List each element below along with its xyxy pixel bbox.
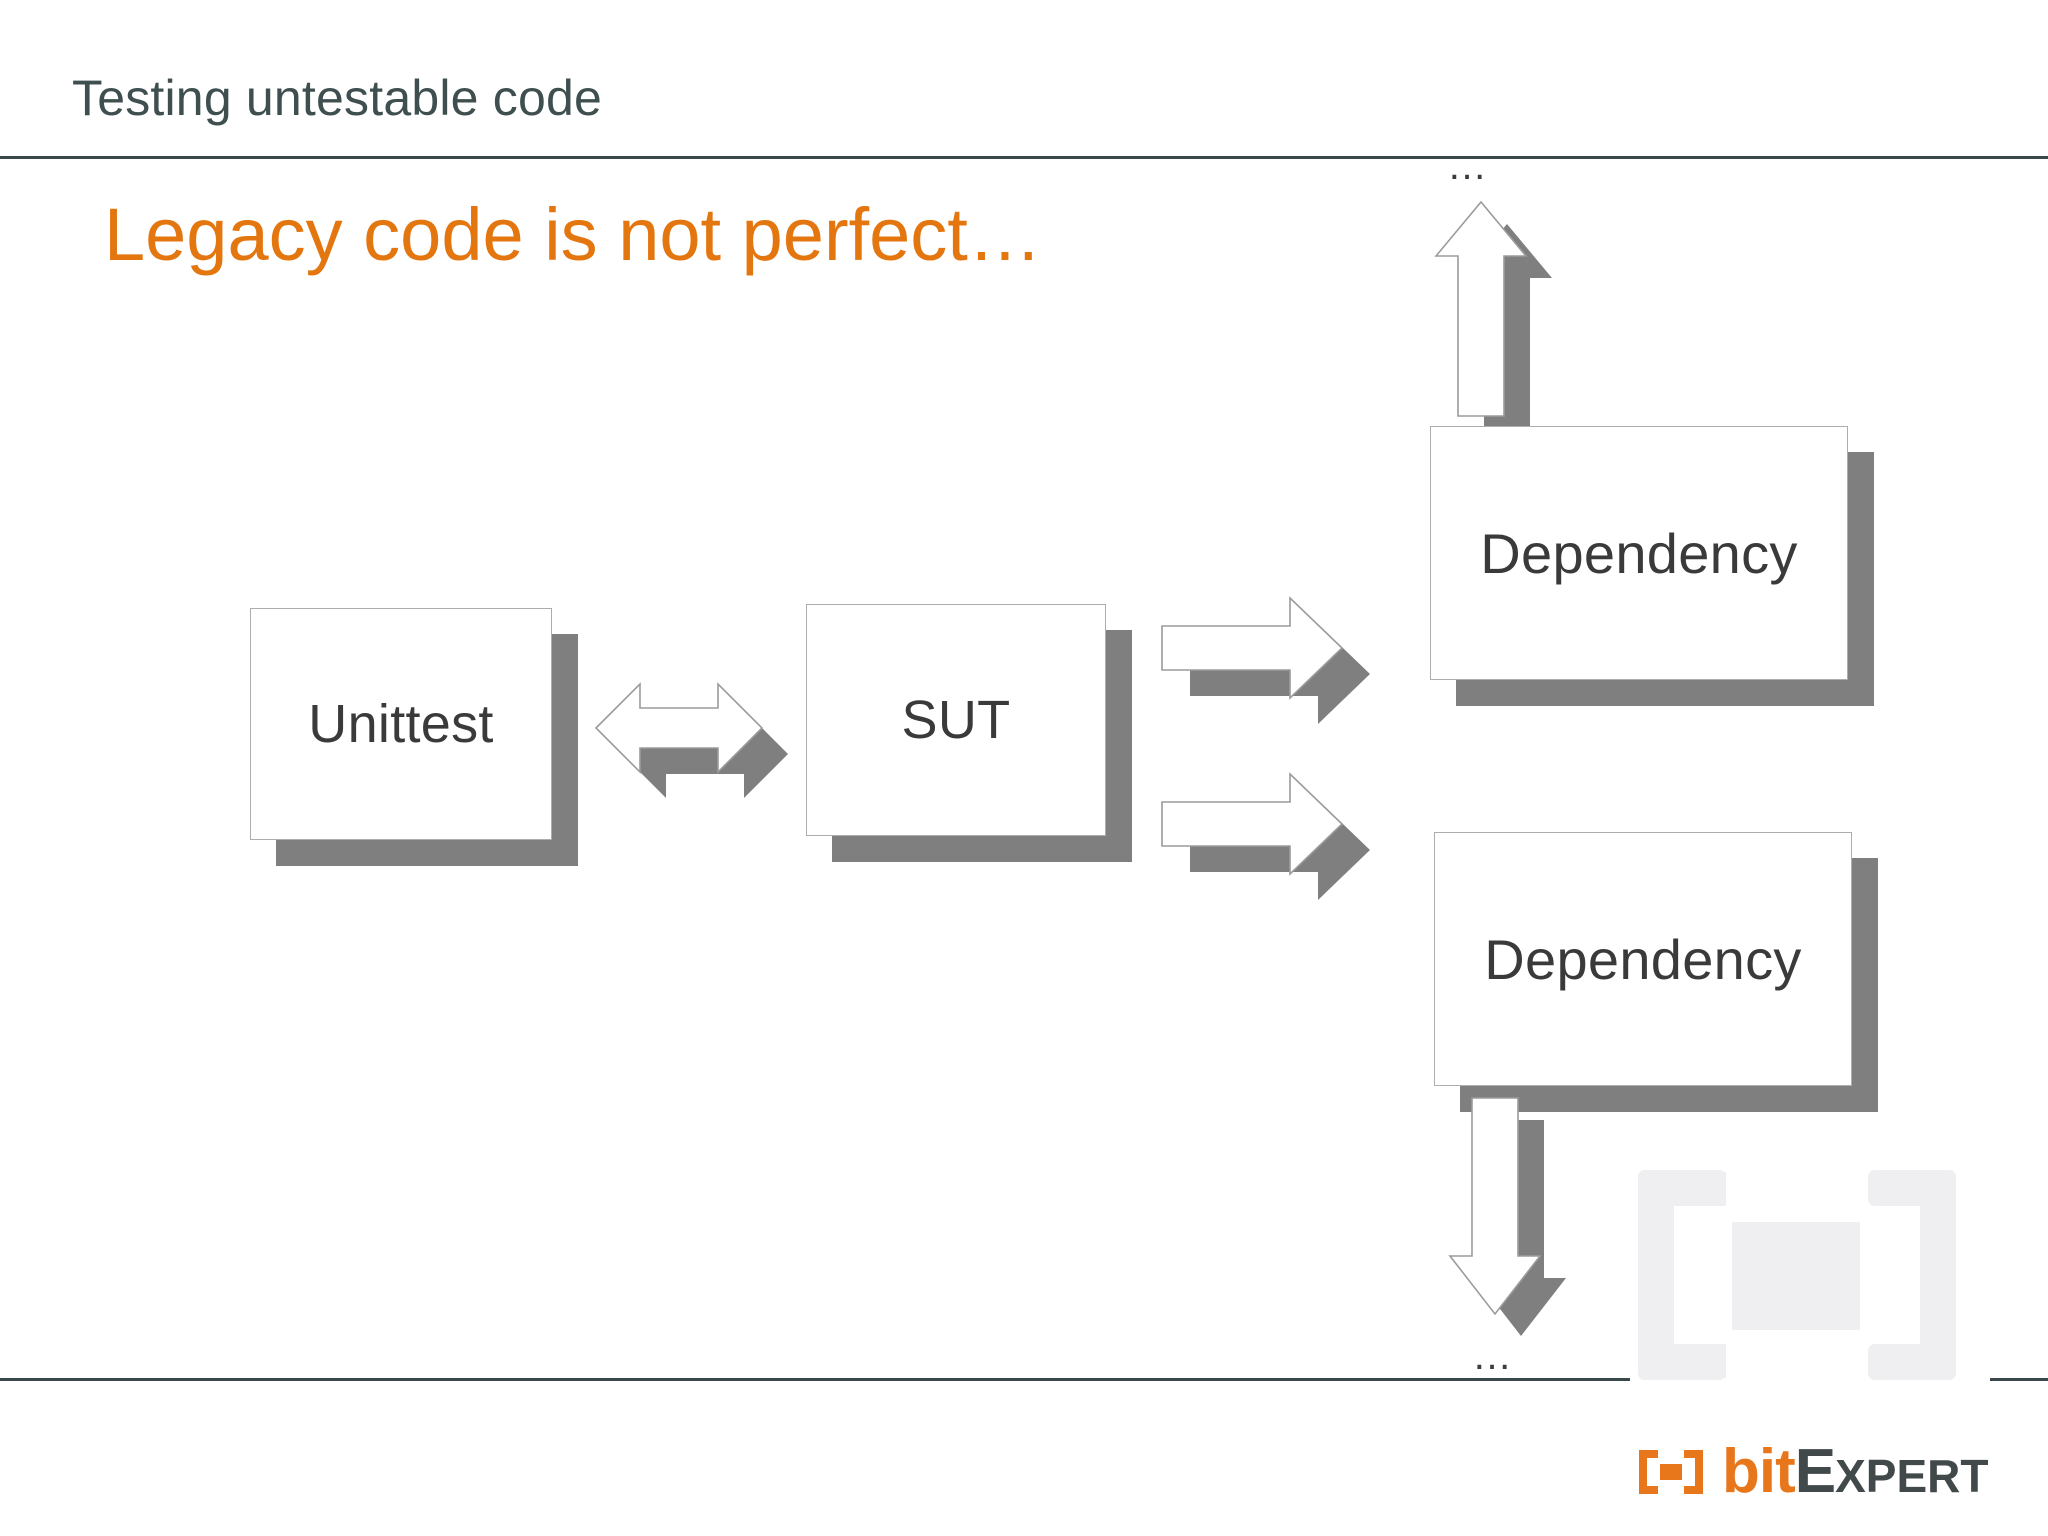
right-arrow-icon-2 <box>1161 768 1382 908</box>
dependency-box-2-label: Dependency <box>1484 927 1802 991</box>
footer-divider-left <box>0 1378 1630 1381</box>
unittest-box-label: Unittest <box>308 694 494 754</box>
header-divider <box>0 156 2048 159</box>
bitexpert-wordmark: bit E XPERT <box>1722 1441 1988 1503</box>
box-face <box>1434 832 1852 1086</box>
dependency-box-2[interactable]: Dependency <box>1434 832 1878 1112</box>
footer-divider-right <box>1990 1378 2048 1381</box>
bidirectional-arrow-icon <box>594 676 806 836</box>
watermark-bracket-icon <box>1632 1156 1962 1394</box>
bitexpert-logo: bit E XPERT <box>1638 1434 1988 1510</box>
page-title: Testing untestable code <box>72 70 602 126</box>
dependency-box-1-label: Dependency <box>1480 521 1798 585</box>
unittest-box[interactable]: Unittest <box>250 608 578 866</box>
sut-box[interactable]: SUT <box>806 604 1132 862</box>
box-face <box>806 604 1106 836</box>
brand-bit-text: bit <box>1722 1437 1796 1506</box>
box-face <box>1430 426 1848 680</box>
box-face <box>250 608 552 840</box>
ellipsis-above-dependency: … <box>1447 144 1489 188</box>
ellipsis-below-dependency: … <box>1472 1334 1514 1378</box>
sut-box-label: SUT <box>901 690 1011 750</box>
right-arrow-icon-1 <box>1161 592 1382 732</box>
headline-text: Legacy code is not perfect… <box>104 193 1042 276</box>
brand-xpert-text: XPERT <box>1835 1450 1989 1502</box>
brand-e-text: E <box>1794 1437 1836 1506</box>
down-arrow-icon <box>1438 1097 1588 1336</box>
up-arrow-icon <box>1424 186 1574 438</box>
dependency-box-1[interactable]: Dependency <box>1430 426 1874 706</box>
bitexpert-bracket-icon <box>1639 1450 1703 1494</box>
